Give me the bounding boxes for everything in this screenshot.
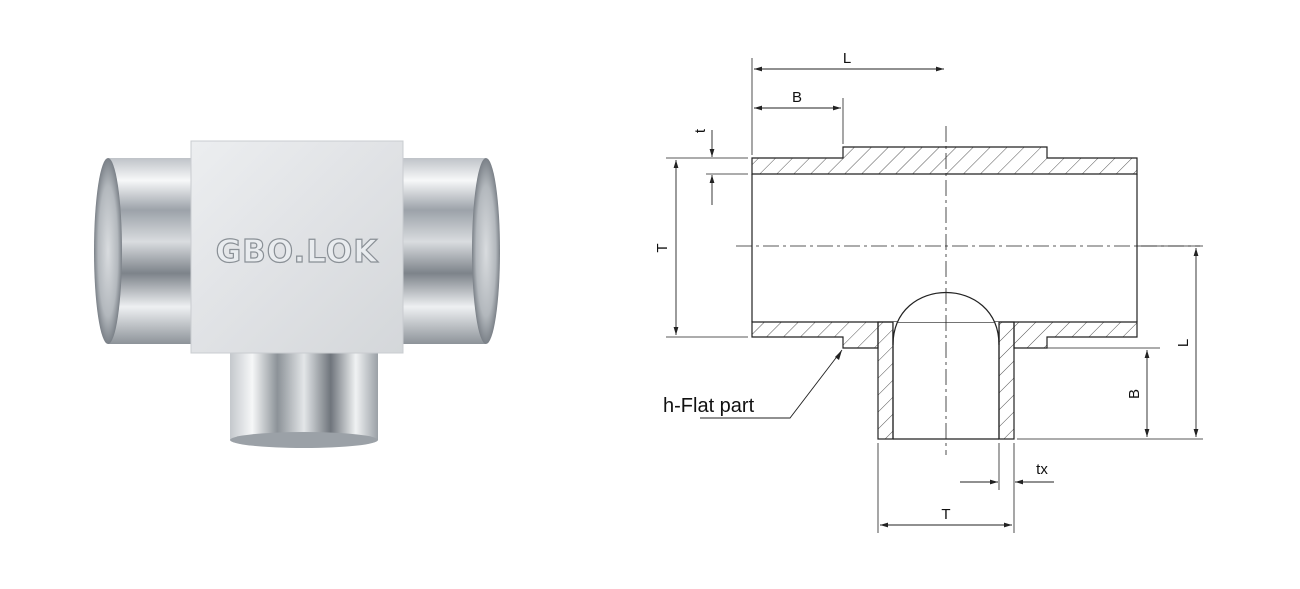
tee-body-block [190,140,404,354]
callout-h-flat-part: h-Flat part [663,395,755,417]
label-L-top: L [843,50,851,67]
callout-leader [700,349,843,419]
left-pipe [94,158,196,344]
branch-left-wall [877,321,894,440]
label-T-bottom: T [941,506,950,523]
label-B-top: B [792,89,802,106]
label-tx: tx [1036,461,1048,478]
run-bottom-wall [751,321,1138,349]
right-pipe [398,158,500,344]
label-t: t [692,128,709,133]
bottom-pipe [230,348,378,448]
label-T-left: T [654,243,671,252]
tee-fitting-photo: GBO.LOK [94,140,500,448]
technical-drawing [666,58,1203,533]
label-L-right: L [1175,339,1192,347]
dimension-labels: L B t T L B tx T h-Flat part [654,50,1192,523]
brand-logo: GBO.LOK [216,234,379,270]
branch-right-wall [998,321,1015,440]
label-B-right: B [1126,389,1143,399]
run-top-wall [751,146,1138,175]
